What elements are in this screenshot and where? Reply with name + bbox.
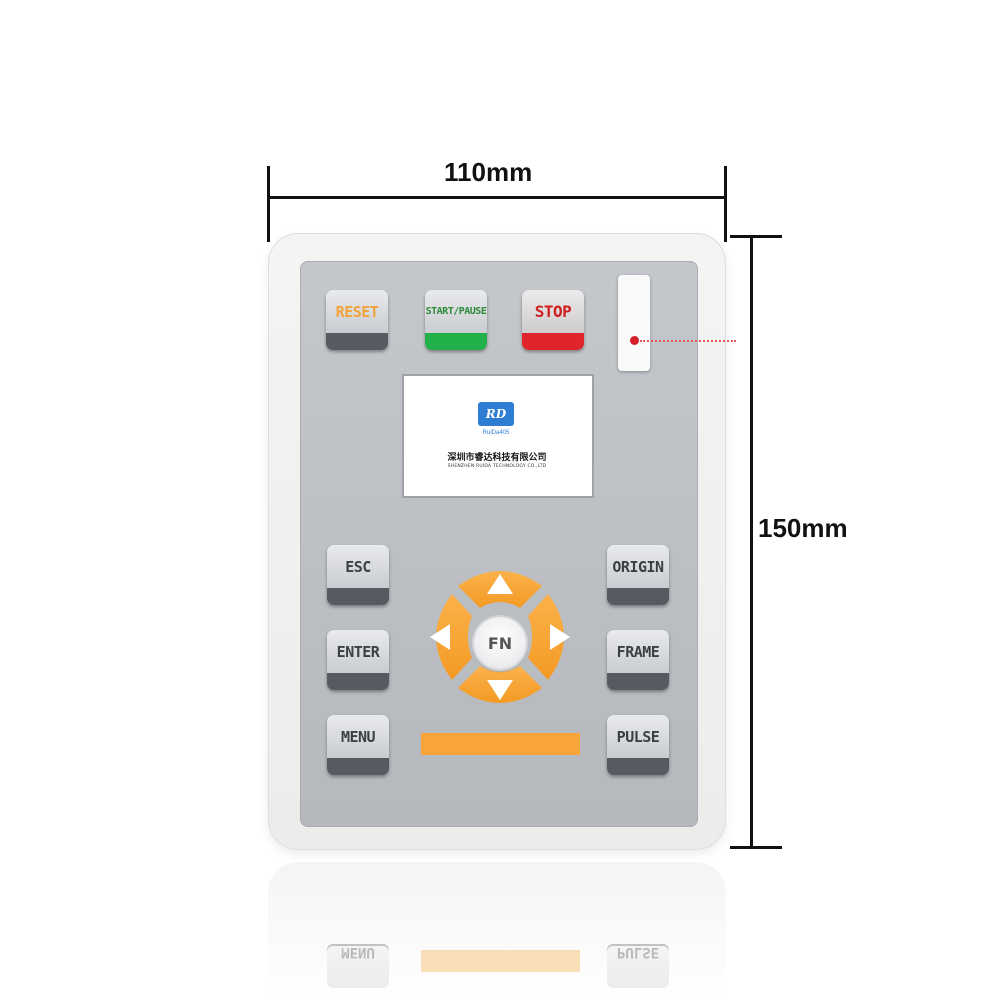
esc-button[interactable]: ESC: [327, 545, 389, 605]
reset-button-label: RESET: [326, 290, 388, 334]
screen-model-text: RuiDa405: [482, 430, 510, 436]
screen-company-name: 深圳市睿达科技有限公司: [447, 453, 547, 463]
origin-button[interactable]: ORIGIN: [607, 545, 669, 605]
left-arrow-icon: [430, 624, 450, 650]
reflection-pulse-label: PULSE: [616, 944, 660, 960]
frame-button[interactable]: FRAME: [607, 630, 669, 690]
usb-port[interactable]: [618, 275, 650, 371]
reflection-menu-label: MENU: [341, 944, 375, 960]
fn-button-label: FN: [487, 633, 513, 653]
down-arrow-button[interactable]: [458, 666, 542, 703]
reflection-menu-key: MENU: [327, 944, 389, 988]
orange-accent-bar: [421, 733, 580, 755]
width-tick-right: [724, 166, 727, 242]
pulse-button-label: PULSE: [607, 715, 669, 759]
menu-button-label: MENU: [327, 715, 389, 759]
enter-button-label: ENTER: [327, 630, 389, 674]
pulse-button[interactable]: PULSE: [607, 715, 669, 775]
screen-company-name-en: SHENZHEN RUIDA TECHNOLOGY CO.,LTD: [447, 464, 547, 469]
start-pause-button[interactable]: START/PAUSE: [425, 290, 487, 350]
lcd-screen: [404, 376, 592, 496]
height-tick-bottom: [730, 846, 782, 849]
up-arrow-icon: [487, 574, 513, 594]
stop-button[interactable]: STOP: [522, 290, 584, 350]
height-label: 150mm: [758, 513, 848, 543]
right-arrow-button[interactable]: [528, 594, 570, 680]
fn-button[interactable]: FN: [474, 617, 526, 669]
up-arrow-button[interactable]: [458, 571, 542, 608]
enter-button[interactable]: ENTER: [327, 630, 389, 690]
reflection-pulse-key: PULSE: [607, 944, 669, 988]
width-dimension-line: [268, 196, 726, 199]
width-tick-left: [267, 166, 270, 242]
height-tick-top: [730, 235, 782, 238]
device-reflection: [268, 862, 726, 1000]
menu-button[interactable]: MENU: [327, 715, 389, 775]
frame-button-label: FRAME: [607, 630, 669, 674]
usb-indicator-dot: [630, 336, 639, 345]
reflection-orange-bar: [421, 950, 580, 972]
reset-button[interactable]: RESET: [326, 290, 388, 350]
stop-button-label: STOP: [522, 290, 584, 334]
usb-leader-line: [640, 340, 736, 342]
direction-pad: [430, 571, 570, 703]
right-arrow-icon: [550, 624, 570, 650]
rd-logo-icon: RD: [478, 402, 514, 426]
esc-button-label: ESC: [327, 545, 389, 589]
height-dimension-line: [750, 236, 753, 848]
origin-button-label: ORIGIN: [607, 545, 669, 589]
left-arrow-button[interactable]: [430, 594, 472, 680]
width-label: 110mm: [444, 157, 533, 187]
down-arrow-icon: [487, 680, 513, 700]
start-pause-button-label: START/PAUSE: [425, 290, 487, 334]
